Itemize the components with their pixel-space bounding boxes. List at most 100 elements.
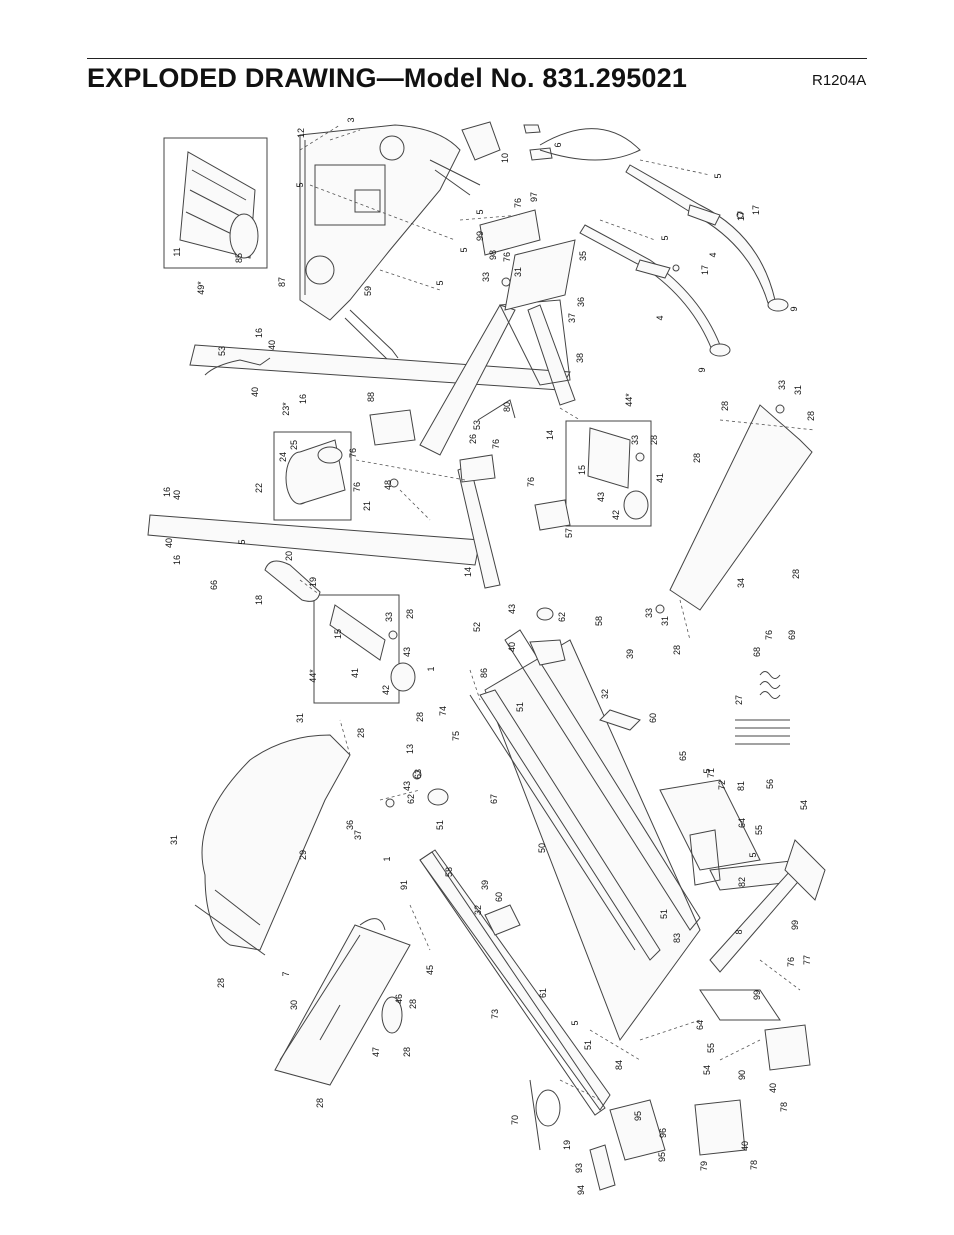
callout-number: 14	[545, 430, 555, 440]
callout-number: 49*	[196, 281, 206, 295]
callout-number: 44*	[308, 669, 318, 683]
callout-number: 73	[490, 1009, 500, 1019]
wire-harness	[204, 357, 516, 421]
callout-number: 3	[346, 117, 356, 122]
callout-number: 28	[692, 453, 702, 463]
callout-number: 62	[406, 794, 416, 804]
callout-number: 58	[444, 867, 454, 877]
clip-part	[523, 124, 553, 161]
callout-number: 43	[596, 492, 606, 502]
callout-number: 12	[296, 128, 306, 138]
callout-number: 34	[736, 578, 746, 588]
callout-number: 17	[751, 205, 761, 215]
callout-number: 77	[802, 955, 812, 965]
callout-number: 70	[510, 1115, 520, 1125]
callout-number: 98	[488, 250, 498, 260]
callout-number: 5	[237, 539, 247, 544]
callout-number: 76	[513, 198, 523, 208]
front-roller	[329, 604, 416, 692]
upright-frame	[147, 304, 576, 589]
callout-number: 28	[402, 1047, 412, 1057]
callout-number: 33	[384, 612, 394, 622]
callout-number: 29	[298, 850, 308, 860]
callout-number: 99	[475, 231, 485, 241]
callout-number: 30	[289, 1000, 299, 1010]
callout-number: 31	[295, 713, 305, 723]
callout-number: 32	[473, 905, 483, 915]
callout-number: 9	[697, 367, 707, 372]
callout-number: 66	[209, 580, 219, 590]
callout-number: 19	[562, 1140, 572, 1150]
callout-number: 43	[402, 781, 412, 791]
callout-number: 80	[502, 402, 512, 412]
callout-number: 54	[702, 1065, 712, 1075]
callout-number: 47	[371, 1047, 381, 1057]
header-rule	[87, 58, 867, 59]
callout-number: 71	[706, 768, 716, 778]
callout-number: 5	[570, 1020, 580, 1025]
callout-number: 48	[383, 480, 393, 490]
callout-number: 76	[348, 448, 358, 458]
console-bracket	[461, 121, 501, 161]
callout-number: 56	[765, 779, 775, 789]
callout-number: 5	[475, 209, 485, 214]
callout-number: 88	[366, 392, 376, 402]
callout-number: 78	[749, 1160, 759, 1170]
page-title: EXPLODED DRAWING—Model No. 831.295021	[87, 63, 688, 93]
callout-number: 57	[564, 528, 574, 538]
callout-number: 86	[479, 668, 489, 678]
callout-number: 36	[345, 820, 355, 830]
drawing-code: R1204A	[812, 72, 867, 89]
callout-number: 1	[382, 856, 392, 861]
callout-number: 42	[611, 510, 621, 520]
callout-number: 15	[333, 629, 343, 639]
callout-number: 16	[298, 394, 308, 404]
callout-number: 43	[507, 604, 517, 614]
callout-number: 59	[363, 286, 373, 296]
callout-number: 10	[500, 153, 510, 163]
incline-frame	[699, 839, 826, 1021]
motor	[285, 439, 346, 505]
console-inset-box	[163, 137, 268, 269]
callout-number: 17	[736, 211, 746, 221]
front-rail	[419, 851, 606, 1116]
motor-controller	[274, 918, 411, 1086]
callout-number: 94	[576, 1185, 586, 1195]
callout-number: 5	[748, 852, 758, 857]
callout-number: 46	[394, 994, 404, 1004]
callout-number: 28	[791, 569, 801, 579]
callout-number: 74	[438, 706, 448, 716]
callout-number: 31	[660, 616, 670, 626]
callout-number: 96	[658, 1128, 668, 1138]
callout-number: 5	[702, 768, 712, 773]
callout-number: 24	[278, 452, 288, 462]
callout-number: 5	[295, 182, 305, 187]
callout-number: 64	[695, 1020, 705, 1030]
callout-number: 76	[786, 957, 796, 967]
callout-number: 82	[737, 877, 747, 887]
callout-number: 17	[700, 265, 710, 275]
callout-number: 40	[740, 1141, 750, 1151]
callout-number: 79	[699, 1161, 709, 1171]
front-roller-inset-box	[313, 594, 400, 704]
callout-number: 31	[793, 385, 803, 395]
callout-number: 75	[451, 731, 461, 741]
walking-deck	[419, 607, 701, 1111]
wire-bundle	[735, 671, 790, 745]
callout-number: 33	[777, 380, 787, 390]
callout-number: 25	[289, 440, 299, 450]
side-rail-plate	[669, 404, 813, 611]
callout-number: 51	[659, 909, 669, 919]
callout-number: 40	[507, 642, 517, 652]
callout-number: 6	[553, 142, 563, 147]
callout-number: 43	[402, 647, 412, 657]
callout-number: 36	[576, 297, 586, 307]
callout-number: 28	[216, 978, 226, 988]
motor-cover-bracket	[369, 409, 496, 483]
callout-number: 28	[408, 999, 418, 1009]
callout-number: 87	[277, 277, 287, 287]
callout-number: 35	[578, 251, 588, 261]
callout-number: 53	[472, 420, 482, 430]
callout-number: 51	[583, 1040, 593, 1050]
